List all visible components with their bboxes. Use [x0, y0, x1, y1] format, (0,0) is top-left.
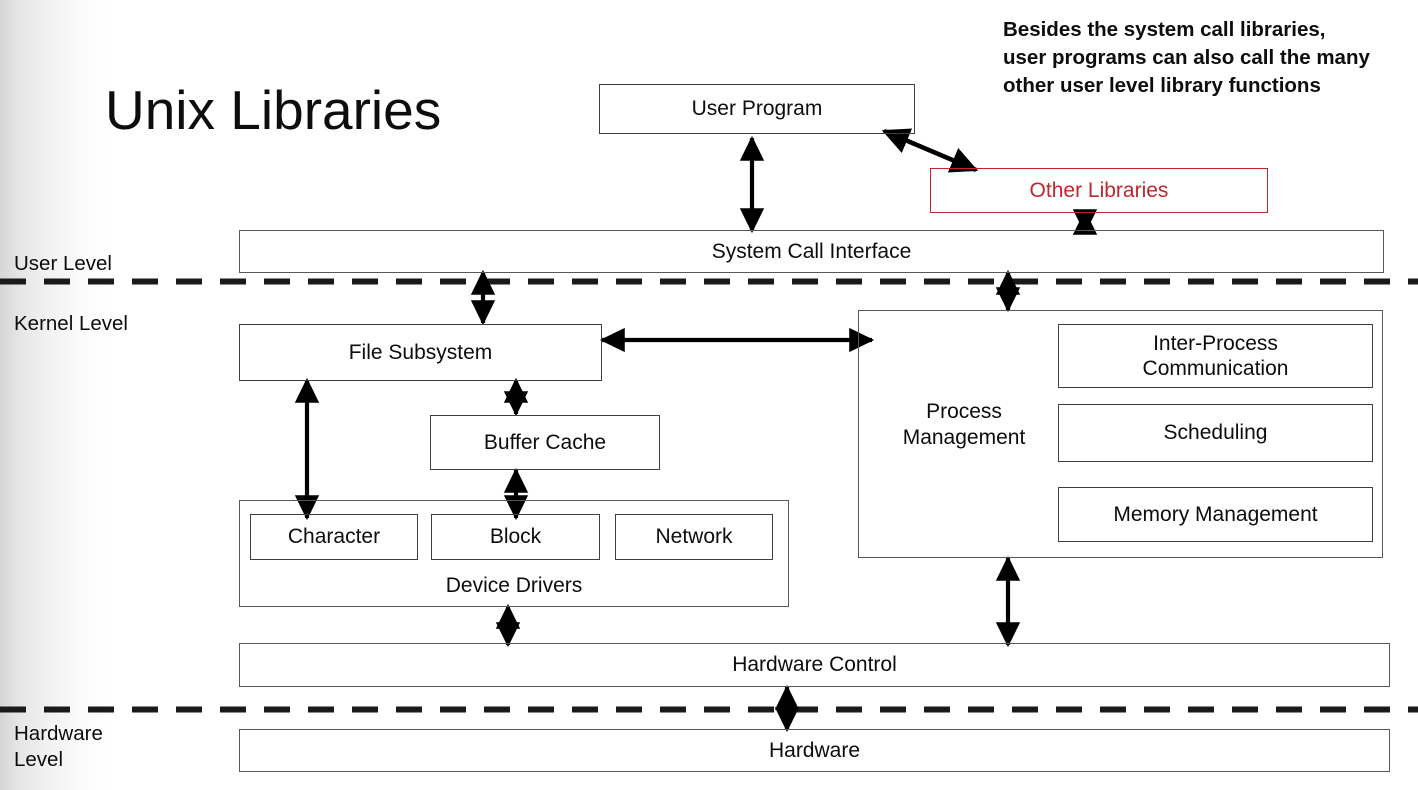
box-memory-management[interactable]: Memory Management [1058, 487, 1373, 542]
box-process-management-label: Process Management [902, 400, 1026, 449]
box-other-libraries[interactable]: Other Libraries [930, 168, 1268, 213]
box-character-driver[interactable]: Character [250, 514, 418, 560]
arrow-userprogram-otherlibs [881, 128, 979, 173]
level-label-user: User Level [14, 252, 112, 275]
box-device-drivers[interactable]: Device Drivers [239, 500, 789, 607]
box-system-call-interface[interactable]: System Call Interface [239, 230, 1384, 273]
box-scheduling[interactable]: Scheduling [1058, 404, 1373, 462]
level-label-hardware: Hardware Level [14, 722, 103, 771]
box-buffer-cache[interactable]: Buffer Cache [430, 415, 660, 470]
box-hardware[interactable]: Hardware [239, 729, 1390, 772]
box-process-management[interactable]: Process Management [858, 310, 1383, 558]
box-user-program[interactable]: User Program [599, 84, 915, 134]
annotation-text: Besides the system call libraries, user … [1003, 18, 1370, 97]
page-title: Unix Libraries [105, 79, 442, 141]
level-label-kernel: Kernel Level [14, 312, 128, 335]
box-block-driver[interactable]: Block [431, 514, 600, 560]
box-inter-process-communication[interactable]: Inter-Process Communication [1058, 324, 1373, 388]
box-hardware-control[interactable]: Hardware Control [239, 643, 1390, 687]
box-file-subsystem[interactable]: File Subsystem [239, 324, 602, 381]
box-device-drivers-label: Device Drivers [445, 573, 583, 597]
box-network-driver[interactable]: Network [615, 514, 773, 560]
